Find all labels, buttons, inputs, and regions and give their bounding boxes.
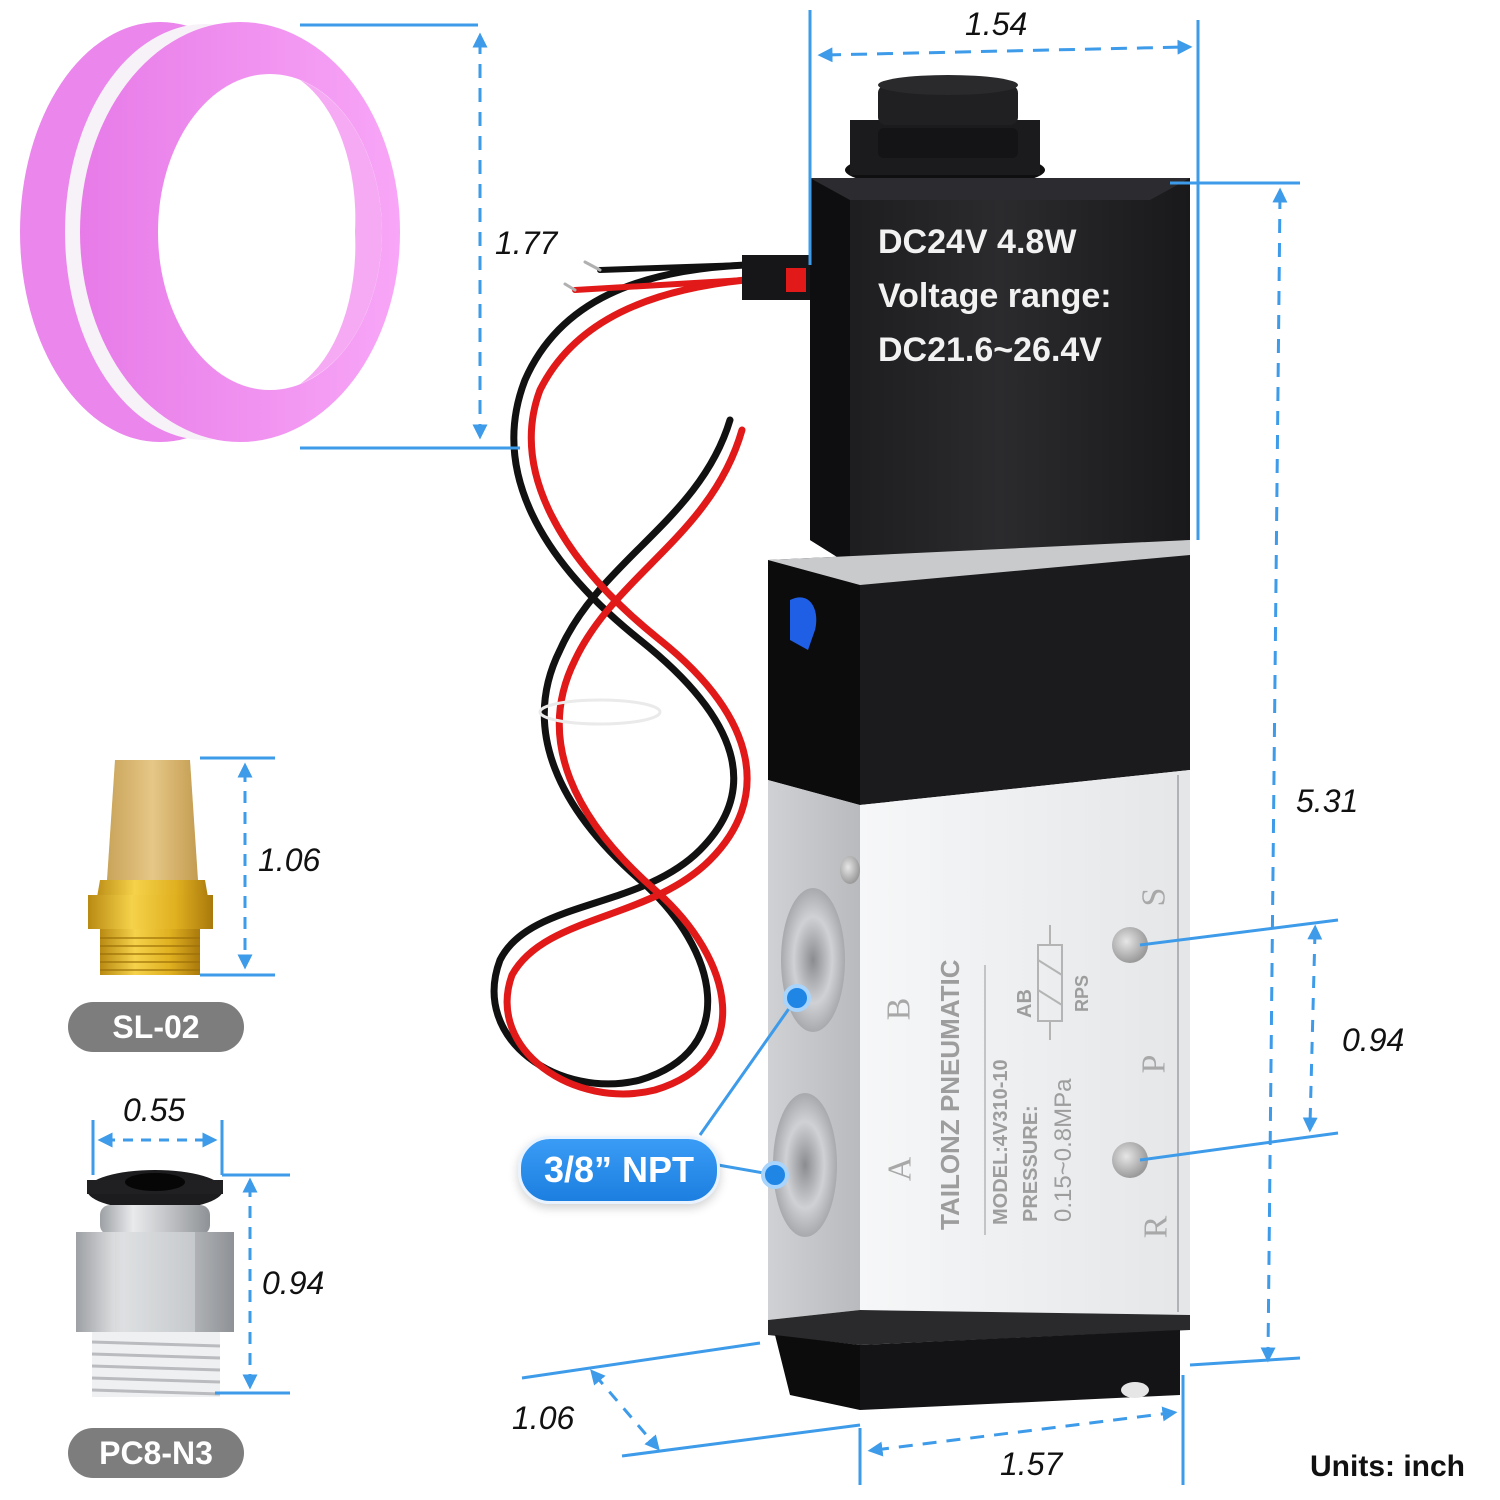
valve-body	[768, 770, 1190, 1320]
dim-ptfe-height: 1.77	[495, 225, 558, 261]
model-label: MODEL:4V310-10	[990, 1059, 1012, 1225]
wire-leads	[490, 260, 751, 1098]
coil-rating-label: DC24V 4.8W	[878, 223, 1077, 261]
mount-hole-bottom	[1112, 1142, 1148, 1178]
port-label-r: R	[1137, 1215, 1175, 1239]
pressure-value: 0.15~0.8MPa	[1050, 1078, 1077, 1222]
fitting-model-badge: PC8-N3	[68, 1428, 244, 1478]
dim-port-spacing: 0.94	[1342, 1022, 1405, 1058]
npt-callout-dots	[761, 984, 811, 1189]
pressure-label: PRESSURE:	[1020, 1105, 1042, 1222]
dimension-lines	[91, 10, 1339, 1485]
dim-coil-width: 1.54	[965, 6, 1028, 42]
port-label-p: P	[1135, 1054, 1173, 1074]
pilot-block	[768, 540, 1190, 805]
port-label-b: B	[880, 997, 918, 1021]
port-label-a: A	[881, 1156, 919, 1182]
brand-label: TAILONZ PNEUMATIC	[935, 959, 965, 1230]
npt-callout-badge: 3/8” NPT	[518, 1136, 720, 1204]
dim-total-height: 5.31	[1296, 783, 1359, 819]
port-a-thread	[773, 1093, 837, 1237]
dim-fitting-width: 0.55	[123, 1092, 186, 1128]
coil-voltage-range-label: Voltage range:	[878, 277, 1112, 315]
symbol-rps-label: RPS	[1072, 974, 1092, 1012]
symbol-ab-label: AB	[1014, 989, 1036, 1018]
muffler-model-badge: SL-02	[68, 1002, 244, 1052]
dim-fitting-height: 0.94	[262, 1265, 325, 1301]
manual-override-cap	[845, 75, 1045, 188]
ptfe-tape-image	[20, 22, 400, 442]
port-label-s: S	[1135, 887, 1173, 907]
solenoid-coil	[810, 178, 1190, 565]
push-fitting-image	[76, 1170, 234, 1397]
mount-hole-top	[1112, 927, 1148, 963]
connector-red-tip	[786, 268, 806, 292]
dim-muffler-height: 1.06	[258, 842, 321, 878]
coil-voltage-range-value: DC21.6~26.4V	[878, 331, 1102, 369]
dim-body-width: 1.57	[1000, 1446, 1063, 1482]
base-plate	[768, 1310, 1190, 1410]
units-label: Units: inch	[1310, 1450, 1465, 1483]
dim-body-depth: 1.06	[512, 1400, 575, 1436]
muffler-image	[88, 760, 213, 975]
